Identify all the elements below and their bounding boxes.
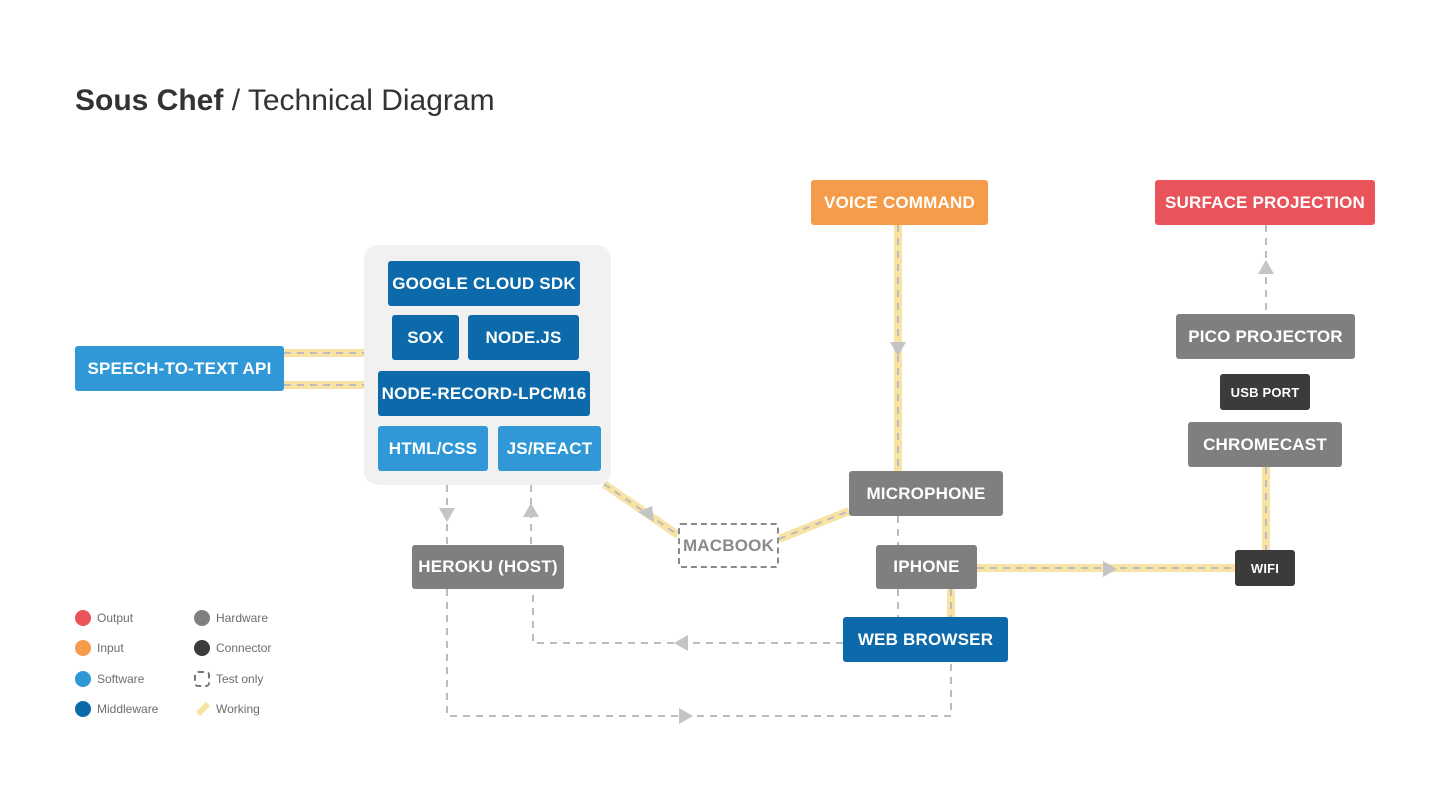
hardware-swatch-icon bbox=[194, 610, 210, 626]
arrow-left-heroku-return bbox=[674, 635, 688, 651]
usb-port-node[interactable]: USB PORT bbox=[1220, 374, 1310, 410]
legend-item-output: Output bbox=[75, 609, 133, 627]
legend-item-input: Input bbox=[75, 639, 124, 657]
voice-command-node[interactable]: VOICE COMMAND bbox=[811, 180, 988, 225]
html-css-node[interactable]: HTML/CSS bbox=[378, 426, 488, 471]
wifi-node[interactable]: WIFI bbox=[1235, 550, 1295, 586]
connector-swatch-icon bbox=[194, 640, 210, 656]
iphone-node[interactable]: IPHONE bbox=[876, 545, 977, 589]
output-swatch-icon bbox=[75, 610, 91, 626]
working-line-macbook-to-microphone bbox=[777, 507, 851, 543]
legend-label: Working bbox=[216, 702, 260, 716]
dashed-square-icon bbox=[194, 671, 210, 687]
title-subtitle: / Technical Diagram bbox=[223, 84, 495, 117]
speech-to-text-api-node[interactable]: SPEECH-TO-TEXT API bbox=[75, 346, 284, 391]
legend-label: Hardware bbox=[216, 611, 269, 625]
legend-label: Output bbox=[97, 611, 134, 625]
dashed-line-browser-to-heroku bbox=[532, 589, 843, 644]
page-title: Sous Chef / Technical Diagram bbox=[75, 84, 495, 118]
legend-item-software: Software bbox=[75, 670, 144, 688]
chromecast-node[interactable]: CHROMECAST bbox=[1188, 422, 1342, 467]
dashed-line-group-to-macbook bbox=[603, 483, 679, 536]
legend-item-middleware: Middleware bbox=[75, 700, 158, 718]
middleware-swatch-icon bbox=[75, 701, 91, 717]
sox-node[interactable]: SOX bbox=[392, 315, 459, 360]
legend-item-connector: Connector bbox=[194, 639, 271, 657]
software-swatch-icon bbox=[75, 671, 91, 687]
arrow-down-heroku bbox=[439, 508, 455, 522]
heroku-host-node[interactable]: HEROKU (HOST) bbox=[412, 545, 564, 589]
arrow-down-voice bbox=[890, 342, 906, 356]
legend-label: Connector bbox=[216, 641, 272, 655]
legend-label: Middleware bbox=[97, 702, 159, 716]
legend-label: Test only bbox=[216, 672, 264, 686]
web-browser-node[interactable]: WEB BROWSER bbox=[843, 617, 1008, 662]
working-stroke-icon bbox=[194, 701, 210, 717]
title-project-name: Sous Chef bbox=[75, 84, 224, 117]
arrow-down-macbook bbox=[638, 506, 654, 522]
arrow-right-browser-return bbox=[679, 708, 693, 724]
microphone-node[interactable]: MICROPHONE bbox=[849, 471, 1003, 516]
pico-projector-node[interactable]: PICO PROJECTOR bbox=[1176, 314, 1355, 359]
dashed-line-heroku-to-browser bbox=[446, 589, 952, 717]
nodejs-node[interactable]: NODE.JS bbox=[468, 315, 579, 360]
legend-item-hardware: Hardware bbox=[194, 609, 268, 627]
legend-label: Software bbox=[97, 672, 145, 686]
js-react-node[interactable]: JS/REACT bbox=[498, 426, 601, 471]
arrow-up-group bbox=[523, 503, 539, 517]
legend-item-test-only: Test only bbox=[194, 670, 263, 688]
arrow-right-wifi bbox=[1103, 561, 1117, 577]
legend-item-working: Working bbox=[194, 700, 260, 718]
legend-label: Input bbox=[97, 641, 124, 655]
input-swatch-icon bbox=[75, 640, 91, 656]
arrow-up-surface bbox=[1258, 260, 1274, 274]
macbook-node[interactable]: MACBOOK bbox=[678, 523, 779, 568]
surface-projection-node[interactable]: SURFACE PROJECTION bbox=[1155, 180, 1375, 225]
google-cloud-sdk-node[interactable]: GOOGLE CLOUD SDK bbox=[388, 261, 580, 306]
node-record-lpcm16-node[interactable]: NODE-RECORD-LPCM16 bbox=[378, 371, 590, 416]
